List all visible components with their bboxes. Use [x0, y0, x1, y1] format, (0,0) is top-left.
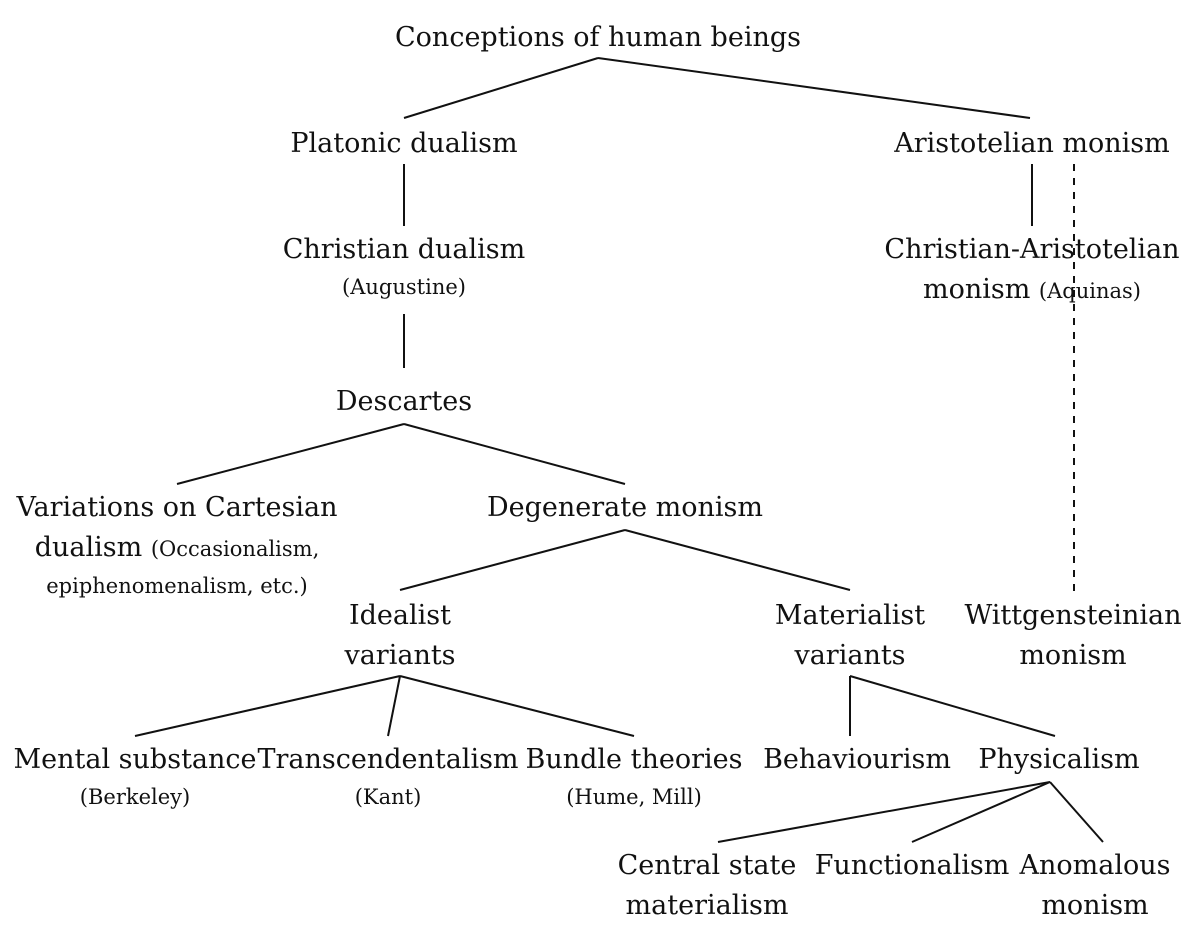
edge-degenerate-to-idealist — [399, 529, 626, 591]
edge-physicalism-to-anomalous — [1049, 781, 1104, 843]
node-label-line2: dualism — [34, 532, 143, 563]
node-aristotelian-monism: Aristotelian monism — [894, 124, 1170, 164]
node-note: (Berkeley) — [79, 785, 191, 809]
node-label-line2: monism — [922, 274, 1031, 305]
node-bundle-theories: Bundle theories (Hume, Mill) — [526, 740, 743, 814]
edge-root-to-platonic — [403, 57, 599, 119]
node-label: Wittgensteinian — [964, 600, 1182, 631]
node-transcendentalism: Transcendentalism (Kant) — [257, 740, 518, 814]
node-degenerate-monism: Degenerate monism — [487, 488, 763, 528]
node-label-line2: monism — [1041, 890, 1149, 921]
node-behaviourism: Behaviourism — [763, 740, 951, 780]
node-platonic-dualism: Platonic dualism — [290, 124, 517, 164]
node-note: (Hume, Mill) — [566, 785, 702, 809]
node-label-line2: variants — [344, 640, 456, 671]
node-label: Variations on Cartesian — [16, 492, 338, 523]
node-conceptions-of-human-beings: Conceptions of human beings — [395, 18, 801, 58]
node-label: Bundle theories — [525, 744, 743, 775]
node-label: Mental substance — [13, 744, 257, 775]
node-label-line2: materialism — [625, 890, 789, 921]
node-label-line2: monism — [1019, 640, 1127, 671]
node-label: Degenerate monism — [486, 492, 764, 523]
node-note: (Augustine) — [342, 275, 466, 299]
node-label: Physicalism — [978, 744, 1140, 775]
edge-degenerate-to-materialist — [624, 529, 851, 591]
node-mental-substance: Mental substance (Berkeley) — [14, 740, 257, 814]
node-christian-aristotelian-monism: Christian-Aristotelian monism (Aquinas) — [884, 230, 1179, 311]
node-label: Materialist — [774, 600, 926, 631]
node-label: Christian-Aristotelian — [884, 234, 1180, 265]
node-label: Central state — [617, 850, 797, 881]
node-label: Idealist — [348, 600, 451, 631]
node-label: Transcendentalism — [257, 744, 519, 775]
node-functionalism: Functionalism — [815, 846, 1010, 886]
edge-idealist-to-bundle — [399, 675, 635, 737]
node-idealist-variants: Idealist variants — [344, 596, 455, 676]
node-note-line2: epiphenomenalism, etc.) — [46, 574, 308, 598]
node-label-line2: variants — [794, 640, 906, 671]
node-label: Conceptions of human beings — [395, 22, 801, 53]
edge-materialist-to-physicalism — [849, 675, 1056, 737]
node-note: (Occasionalism, — [150, 537, 320, 561]
edge-descartes-to-variations — [176, 423, 405, 485]
node-christian-dualism: Christian dualism (Augustine) — [283, 230, 526, 304]
edge-physicalism-to-functionalism — [911, 781, 1051, 843]
node-label: Descartes — [335, 386, 473, 417]
node-label: Platonic dualism — [290, 128, 518, 159]
node-note: (Aquinas) — [1038, 279, 1141, 303]
node-materialist-variants: Materialist variants — [775, 596, 925, 676]
node-label: Functionalism — [814, 850, 1010, 881]
node-label: Christian dualism — [282, 234, 526, 265]
node-anomalous-monism: Anomalous monism — [1020, 846, 1171, 926]
node-label: Aristotelian monism — [894, 128, 1170, 159]
node-label: Anomalous — [1019, 850, 1171, 881]
node-variations-on-cartesian-dualism: Variations on Cartesian dualism (Occasio… — [16, 488, 337, 603]
node-label: Behaviourism — [763, 744, 951, 775]
edge-idealist-to-mental_substance — [134, 675, 401, 737]
edge-idealist-to-transcendentalism — [387, 675, 401, 737]
edge-physicalism-to-central_state — [717, 781, 1051, 843]
node-central-state-materialism: Central state materialism — [618, 846, 797, 926]
edge-root-to-aristotelian — [597, 57, 1031, 119]
node-physicalism: Physicalism — [978, 740, 1139, 780]
node-note: (Kant) — [354, 785, 422, 809]
node-descartes: Descartes — [336, 382, 472, 422]
node-wittgensteinian-monism: Wittgensteinian monism — [964, 596, 1181, 676]
edge-descartes-to-degenerate — [403, 423, 626, 485]
